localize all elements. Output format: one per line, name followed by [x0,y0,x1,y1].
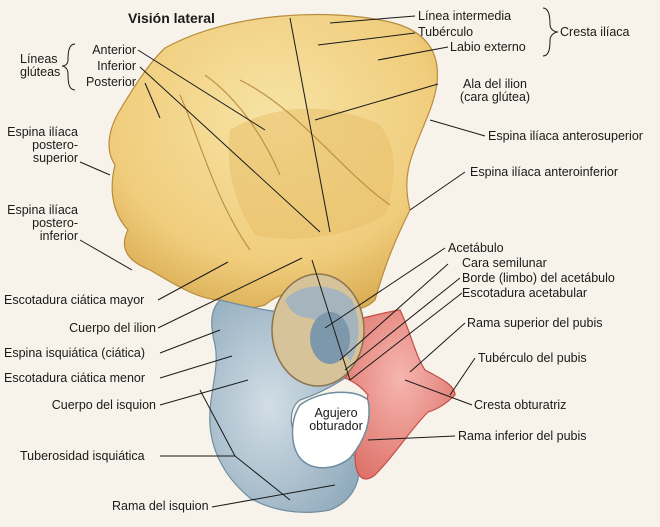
label-eps-3: superior [32,151,78,165]
label-agujero: Agujero [314,406,358,420]
label-cuerpo-ilion: Cuerpo del ilion [69,321,156,335]
label-eps-2: postero- [32,138,78,152]
label-eps-1: Espina ilíaca [7,125,78,139]
label-lineas-gluteas: Líneas glúteas [20,53,60,79]
diagram-title: Visión lateral [128,10,215,26]
label-tuberculo-pubis: Tubérculo del pubis [478,351,587,365]
label-linea-intermedia: Línea intermedia [418,9,512,23]
label-rama-inf-pubis: Rama inferior del pubis [458,429,587,443]
label-espina-isquiatica: Espina isquiática (ciática) [4,346,146,360]
label-espina-posteroinferior: Espina ilíaca postero- inferior [2,204,78,243]
label-ala-ilion-2: (cara glútea) [459,90,531,104]
label-cuerpo-isquion: Cuerpo del isquion [51,398,156,412]
label-cresta-iliaca: Cresta ilíaca [560,25,630,39]
label-obturador: obturador [309,419,363,433]
label-epi-1: Espina ilíaca [7,203,78,217]
acetabular-fossa [310,312,350,364]
label-epi-2: postero- [32,216,78,230]
label-lineas: Líneas [20,52,58,66]
label-escotadura-acetabular: Escotadura acetabular [462,286,588,300]
label-agujero-obturador: Agujero obturador [304,407,368,433]
gluteal-surface [228,108,394,239]
label-rama-sup-pubis: Rama superior del pubis [467,316,603,330]
label-cara-semilunar: Cara semilunar [462,256,547,270]
label-epi-3: inferior [39,229,78,243]
label-borde-acetabulo: Borde (limbo) del acetábulo [462,271,615,285]
label-ala-ilion: Ala del ilion (cara glútea) [440,78,550,104]
label-espina-anteroinferior: Espina ilíaca anteroinferior [470,165,618,179]
label-anterior: Anterior [92,43,136,57]
label-escotadura-mayor: Escotadura ciática mayor [4,293,145,307]
obturator-foramen [291,391,370,469]
label-acetabulo: Acetábulo [448,241,504,255]
label-rama-isquion: Rama del isquion [112,499,209,513]
label-espina-posterosuperior: Espina ilíaca postero- superior [2,126,78,165]
pubis-region [344,309,456,480]
label-tuberculo: Tubérculo [418,25,474,39]
gluteal-lines [179,74,391,251]
leader-lines [61,7,559,508]
label-tuberosidad: Tuberosidad isquiática [20,449,145,463]
label-labio-externo: Labio externo [450,40,526,54]
label-ala-ilion-1: Ala del ilion [463,77,527,91]
label-inferior: Inferior [97,59,136,73]
label-gluteas: glúteas [20,65,61,79]
label-cresta-obturatriz: Cresta obturatriz [474,398,567,412]
label-posterior: Posterior [85,75,136,89]
label-escotadura-menor: Escotadura ciática menor [4,371,146,385]
label-espina-anterosuperior: Espina ilíaca anterosuperior [488,129,643,143]
